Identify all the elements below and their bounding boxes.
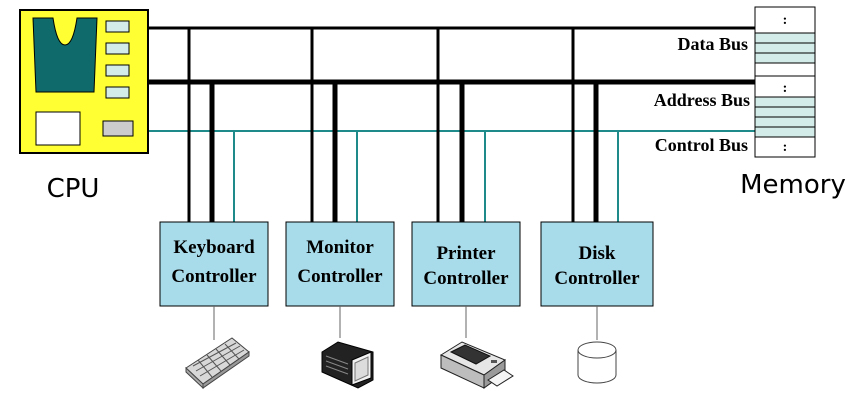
controller-line1: Keyboard (173, 237, 255, 258)
memory-ellipsis: : (783, 13, 788, 28)
controller-line1: Monitor (306, 237, 374, 258)
cpu-register (105, 86, 130, 99)
keyboard-icon (185, 337, 250, 390)
memory-ellipsis: : (783, 81, 788, 96)
controller-line2: Controller (423, 268, 509, 289)
controller-line2: Controller (171, 266, 257, 287)
address-bus-label: Address Bus (654, 90, 750, 110)
disk-controller: Disk Controller (540, 221, 654, 307)
controller-line2: Controller (554, 268, 640, 289)
cpu-block (19, 9, 149, 154)
printer-controller: Printer Controller (411, 221, 521, 307)
cpu-small-unit (102, 120, 134, 137)
controller-line1: Disk (579, 243, 616, 264)
controller-line1: Printer (436, 243, 496, 264)
cpu-chip-icon (32, 17, 98, 93)
cpu-unit (35, 111, 81, 146)
keyboard-controller: Keyboard Controller (159, 221, 269, 307)
control-bus-label: Control Bus (655, 135, 748, 155)
memory-ellipsis: : (783, 140, 788, 155)
disk-icon (577, 341, 617, 384)
controller-line2: Controller (297, 266, 383, 287)
memory-block (754, 6, 816, 158)
cpu-register (105, 42, 130, 55)
data-bus-label: Data Bus (677, 34, 748, 54)
cpu-label: CPU (47, 174, 100, 204)
cpu-register (105, 64, 130, 77)
monitor-controller: Monitor Controller (285, 221, 395, 307)
monitor-icon (321, 341, 374, 389)
memory-label: Memory (740, 170, 846, 200)
bus-drops (187, 28, 619, 222)
device-connectors (213, 306, 598, 340)
printer-icon (439, 341, 514, 389)
cpu-register (105, 20, 130, 33)
